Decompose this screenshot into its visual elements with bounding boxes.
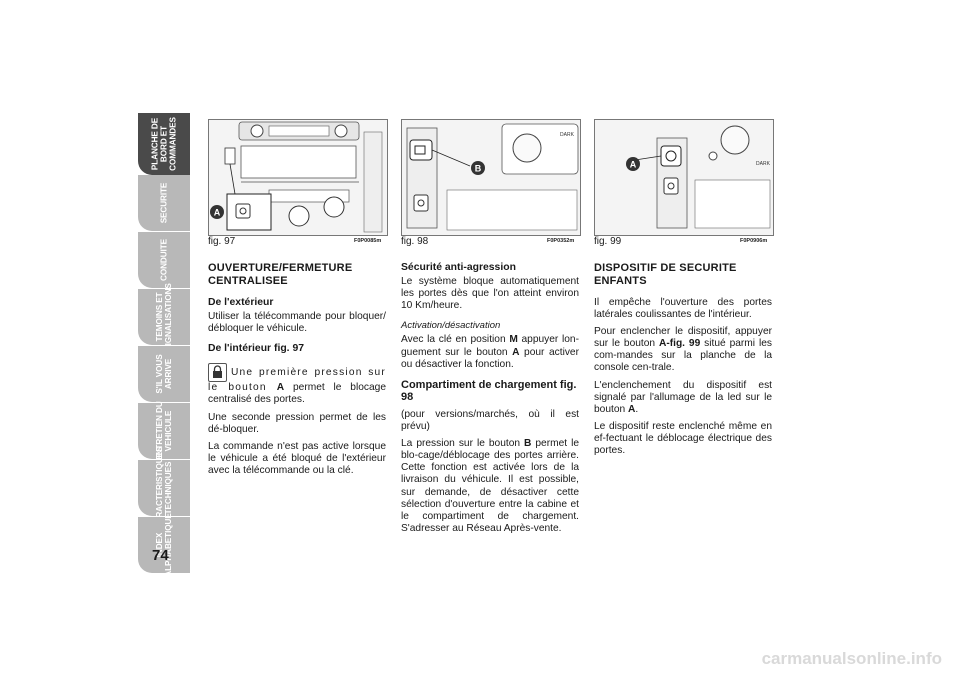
- paragraph: Pour enclencher le dispositif, appuyer s…: [594, 326, 772, 374]
- watermark: carmanualsonline.info: [761, 649, 942, 668]
- paragraph: Le dispositif reste enclenché même en ef…: [594, 420, 772, 457]
- column-1: OUVERTURE/FERMETURE CENTRALISEE De l'ext…: [208, 262, 386, 482]
- paragraph: La commande n'est pas active lorsque le …: [208, 440, 386, 476]
- subheading-interieur: De l'intérieur fig. 97: [208, 343, 305, 355]
- paragraph: L'enclenchement du dispositif est signal…: [594, 379, 772, 415]
- paragraph: (pour versions/marchés, où il est prévu): [401, 408, 579, 433]
- tab-index[interactable]: INDEX ALPHABETIQUE: [138, 513, 190, 577]
- page-number: 74: [152, 547, 169, 564]
- figure-97-label: fig. 97: [208, 236, 236, 247]
- figure-97-callout: A: [214, 208, 221, 218]
- figure-98-image: B DARK: [401, 119, 581, 236]
- paragraph: Utiliser la télécommande pour bloquer/ d…: [208, 311, 386, 335]
- tab-entretien[interactable]: ENTRETIEN DU VEHICULE: [138, 401, 190, 461]
- figure-97-image: A: [208, 119, 388, 236]
- subheading-activation: Activation/désactivation: [401, 320, 501, 332]
- column-3: DISPOSITIF DE SECURITE ENFANTS Il empêch…: [594, 262, 772, 462]
- lock-button-icon: [208, 363, 227, 383]
- paragraph: Le système bloque automatiquement les po…: [401, 276, 579, 312]
- paragraph: Avec la clé en position M appuyer lon-gu…: [401, 334, 579, 370]
- figure-99-dark-text: DARK: [756, 161, 771, 167]
- figure-99-code: F0P0906m: [740, 238, 768, 244]
- section-title-centralisee: OUVERTURE/FERMETURE CENTRALISEE: [208, 262, 353, 287]
- tab-securite[interactable]: SECURITE: [138, 175, 190, 231]
- tab-planche-de-bord[interactable]: PLANCHE DE BORD ET COMMANDES: [138, 113, 190, 175]
- tab-temoins[interactable]: TEMOINS ET SIGNALISATIONS: [138, 283, 190, 351]
- paragraph: Il empêche l'ouverture des portes latéra…: [594, 297, 772, 321]
- tab-conduite[interactable]: CONDUITE: [138, 232, 190, 288]
- subheading-compartiment: Compartiment de chargement fig. 98: [401, 378, 577, 403]
- paragraph: Une seconde pression permet de les dé-bl…: [208, 411, 386, 435]
- figure-99-label: fig. 99: [594, 236, 622, 247]
- paragraph: La pression sur le bouton B permet le bl…: [401, 438, 580, 534]
- figure-99-callout: A: [630, 160, 637, 170]
- tab-caracteristiques[interactable]: CARACTERISTIQUES TECHNIQUES: [138, 447, 190, 529]
- column-2: Sécurité anti-agression Le système bloqu…: [401, 262, 579, 540]
- figure-99-image: A DARK: [594, 119, 774, 236]
- section-title-securite-enfants: DISPOSITIF DE SECURITE ENFANTS: [594, 262, 737, 287]
- tab-sil-vous-arrive[interactable]: S'IL VOUS ARRIVE: [138, 346, 190, 402]
- figure-98-callout: B: [475, 164, 482, 174]
- subheading-exterieur: De l'extérieur: [208, 297, 274, 308]
- figure-97-code: F0P0085m: [354, 238, 382, 244]
- paragraph: Une première pression sur le bouton A pe…: [208, 363, 386, 406]
- subheading-anti-agression: Sécurité anti-agression: [401, 262, 516, 273]
- figure-98-label: fig. 98: [401, 236, 429, 247]
- figure-98-dark-text: DARK: [560, 132, 575, 138]
- figure-98-code: F0P0352m: [547, 238, 575, 244]
